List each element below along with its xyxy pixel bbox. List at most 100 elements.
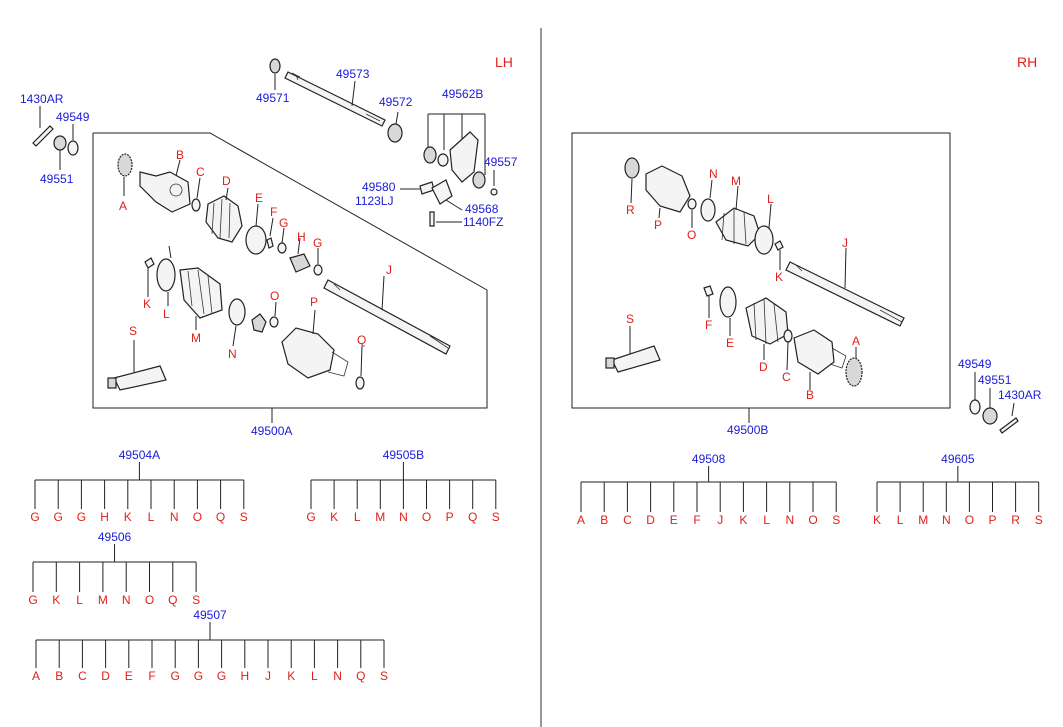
rh-part-o: O (687, 228, 696, 242)
kit-item-letter: K (52, 593, 60, 607)
lh-label-49551: 49551 (40, 172, 74, 186)
rh-band-clip-icon (774, 240, 784, 251)
rh-part-l: L (767, 192, 774, 206)
kit-item-letter: O (808, 513, 817, 527)
band-clip-icon (144, 257, 155, 269)
lh-label-49571: 49571 (256, 91, 290, 105)
kit-item-letter: A (577, 513, 585, 527)
kit-item-letter: G (30, 510, 39, 524)
kit-item-letter: N (170, 510, 179, 524)
kit-item-letter: M (918, 513, 928, 527)
rh-label-1430ar: 1430AR (998, 388, 1042, 402)
rh-nut-icon (982, 407, 998, 425)
kit-item-letter: N (122, 593, 131, 607)
kit-item-letter: N (942, 513, 951, 527)
outer-cv-joint-icon (139, 171, 191, 213)
rh-part-j: J (842, 236, 848, 250)
kit-code-3: 49507 (193, 608, 227, 622)
bearing-icon (387, 123, 403, 143)
lh-label-49572: 49572 (379, 95, 413, 109)
kit-item-letter: O (193, 510, 202, 524)
kit-item-letter: G (194, 669, 203, 683)
lh-part-l: L (163, 307, 170, 321)
kit-item-letter: O (422, 510, 431, 524)
lh-label-49549: 49549 (56, 110, 90, 124)
lh-label-49562b: 49562B (442, 87, 483, 101)
rh-band-f-icon (703, 285, 714, 297)
kit-item-letter: M (375, 510, 385, 524)
kit-item-letter: F (148, 669, 155, 683)
lh-label-49557: 49557 (484, 155, 518, 169)
bracket-seal-icon (437, 153, 449, 167)
rh-seal-icon (624, 157, 640, 179)
rh-drive-shaft-icon (785, 261, 905, 327)
kit-item-letter: R (1011, 513, 1020, 527)
snap-ring-icon (490, 188, 498, 196)
rh-label-49549: 49549 (958, 357, 992, 371)
lh-label-49568: 49568 (465, 202, 499, 216)
rh-clamp-c-icon (783, 329, 793, 343)
kit-code-0: 49504A (119, 448, 160, 462)
kit-item-letter: K (124, 510, 132, 524)
rh-part-c: C (782, 370, 791, 384)
kit-item-letter: G (306, 510, 315, 524)
kit-item-letter: N (785, 513, 794, 527)
lh-label-49573: 49573 (336, 67, 370, 81)
clamp-small-icon (191, 198, 201, 212)
bolt-1140-icon (429, 211, 435, 227)
kit-item-letter: O (965, 513, 974, 527)
kit-item-letter: G (28, 593, 37, 607)
inner-ring-icon (228, 298, 246, 326)
kit-item-letter: L (354, 510, 361, 524)
circlip-icon (277, 242, 287, 254)
lh-part-n: N (228, 347, 237, 361)
rh-part-p: P (654, 218, 662, 232)
kit-item-letter: F (693, 513, 700, 527)
kit-item-letter: L (311, 669, 318, 683)
rh-frame (571, 132, 951, 409)
rh-label-49551: 49551 (978, 373, 1012, 387)
kit-item-letter: E (125, 669, 133, 683)
lh-part-k: K (143, 297, 151, 311)
lh-label-1140fz: 1140FZ (463, 215, 503, 229)
boot-band-large-icon (245, 225, 267, 255)
lh-part-b: B (176, 148, 184, 162)
kit-item-letter: H (100, 510, 109, 524)
lh-part-p: P (310, 295, 318, 309)
rh-grease-tube-icon (611, 345, 661, 373)
rh-assembly: 49500B (571, 132, 1042, 437)
kit-code-1: 49505B (383, 448, 424, 462)
rh-band-e-icon (719, 286, 737, 318)
seal-icon (269, 58, 281, 74)
kit-item-letter: B (600, 513, 608, 527)
kit-item-letter: H (240, 669, 249, 683)
intermediate-shaft-icon (284, 71, 386, 127)
support-bracket-icon (449, 131, 479, 183)
kit-item-letter: D (646, 513, 655, 527)
rh-band-l-icon (754, 225, 774, 255)
kit-item-letter: L (763, 513, 770, 527)
rh-part-f: F (705, 318, 712, 332)
lh-part-e: E (255, 191, 263, 205)
kit-item-letter: G (217, 669, 226, 683)
lh-part-j: J (386, 263, 392, 277)
lh-part-a: A (119, 199, 127, 213)
kit-item-letter: S (832, 513, 840, 527)
kit-item-letter: S (492, 510, 500, 524)
lh-frame (92, 132, 488, 409)
snap-ring-o-icon (269, 316, 279, 328)
side-label-lh: LH (495, 54, 513, 70)
grease-tube-icon (113, 365, 167, 391)
kit-item-letter: J (265, 669, 271, 683)
kit-item-letter: M (98, 593, 108, 607)
boot-band-small-icon (266, 237, 274, 249)
bolt-icon (32, 125, 54, 147)
kit-item-letter: E (670, 513, 678, 527)
rh-part-k: K (775, 270, 783, 284)
kit-item-letter: D (101, 669, 110, 683)
kit-item-letter: S (1035, 513, 1043, 527)
rh-part-b: B (806, 388, 814, 402)
lh-part-g2: G (313, 236, 322, 250)
